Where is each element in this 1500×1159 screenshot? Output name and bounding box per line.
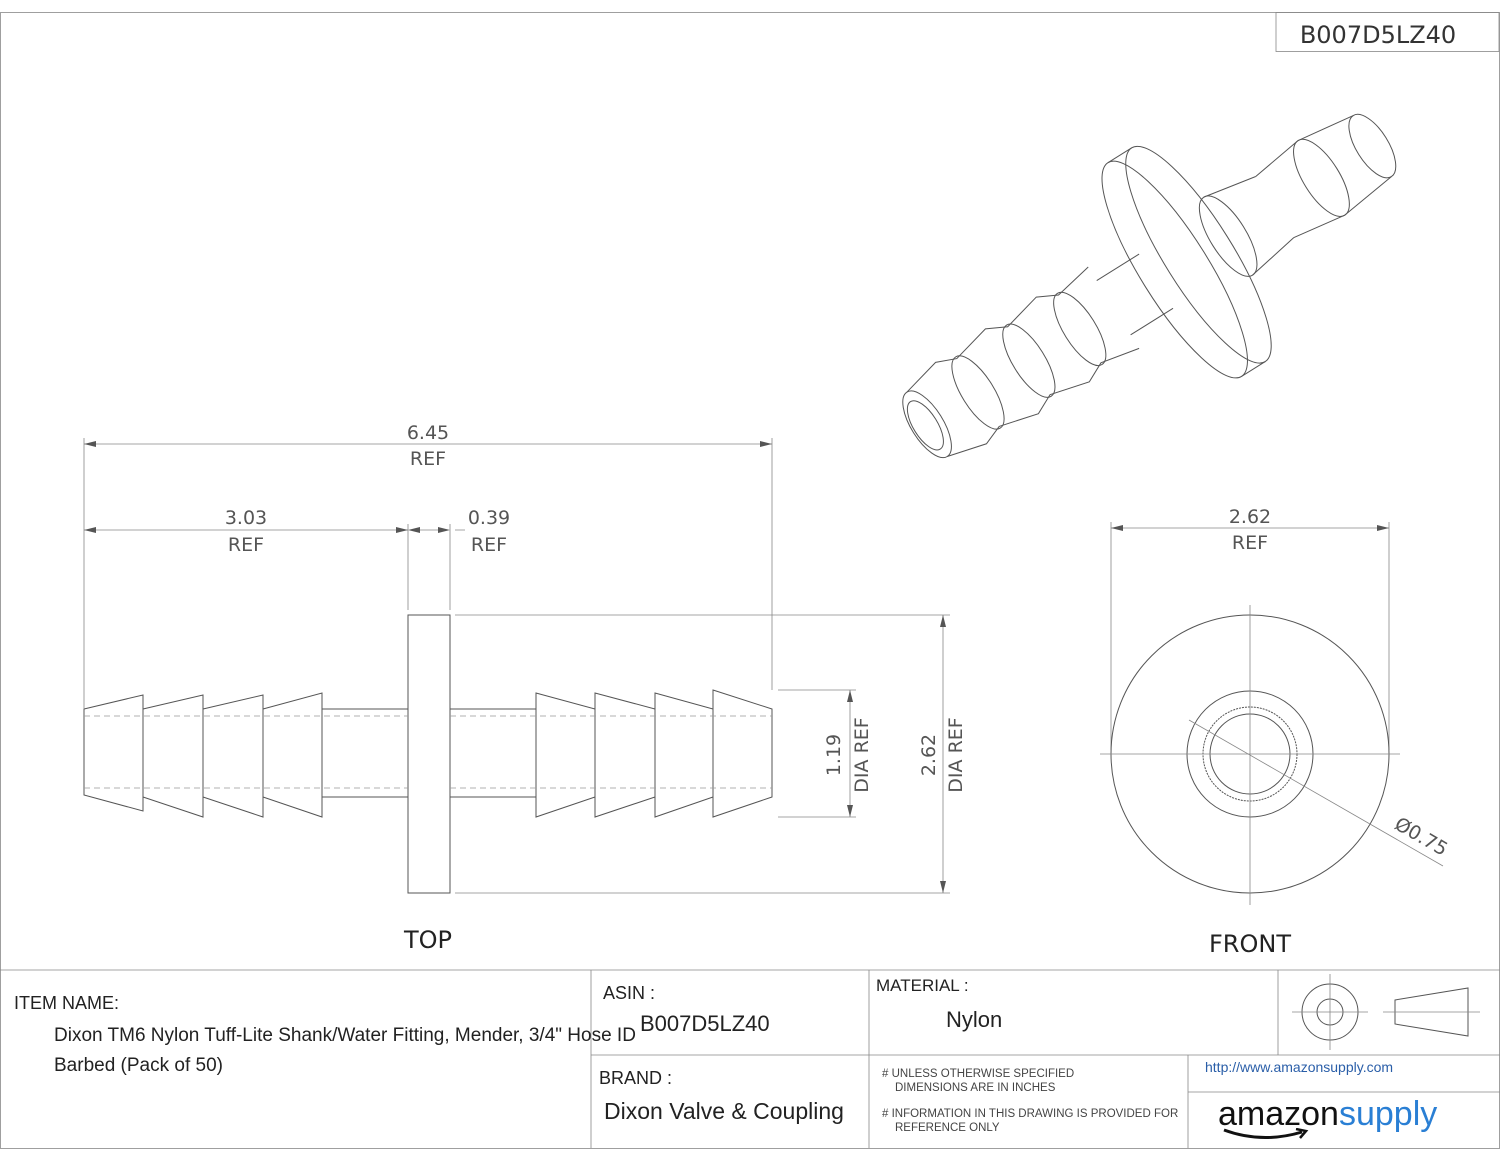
item-name-line2: Barbed (Pack of 50)	[54, 1055, 223, 1076]
front-view-label: FRONT	[1209, 930, 1291, 958]
projection-symbol	[1292, 974, 1480, 1050]
dim-front-width: 2.62	[1229, 506, 1271, 528]
dim-flange-thickness-note: REF	[471, 534, 507, 556]
dim-overall-length: 6.45	[407, 422, 449, 444]
title-block-grid	[0, 969, 1500, 1148]
part-number: B007D5LZ40	[1300, 21, 1456, 49]
dim-barb-length-note: REF	[228, 534, 264, 556]
logo-amazon: amazon	[1218, 1095, 1339, 1133]
top-view-label: TOP	[403, 926, 452, 954]
asin-label: ASIN :	[603, 983, 656, 1003]
dim-overall-length-note: REF	[410, 448, 446, 470]
amazonsupply-logo: amazonsupply	[1218, 1095, 1437, 1134]
note-reference-line1: # INFORMATION IN THIS DRAWING IS PROVIDE…	[882, 1108, 1179, 1120]
material-value: Nylon	[946, 1007, 1003, 1032]
dim-barb-length: 3.03	[225, 507, 267, 529]
asin-value: B007D5LZ40	[640, 1011, 770, 1036]
dim-flange-dia-note: DIA REF	[945, 717, 967, 792]
note-units-line2: DIMENSIONS ARE IN INCHES	[895, 1082, 1056, 1094]
front-view: Ø0.75 2.62 REF FRONT	[1100, 506, 1451, 958]
item-name-label: ITEM NAME:	[14, 993, 120, 1013]
logo-supply: supply	[1338, 1095, 1438, 1133]
part-number-box	[1275, 12, 1500, 52]
dim-front-width-note: REF	[1232, 532, 1268, 554]
amazon-smile-icon	[1223, 1128, 1309, 1140]
isometric-view	[902, 113, 1397, 459]
sheet-border	[0, 12, 1500, 1149]
brand-value: Dixon Valve & Coupling	[604, 1098, 844, 1124]
dim-barb-dia: 1.19	[823, 734, 845, 776]
dim-barb-dia-note: DIA REF	[851, 717, 873, 792]
material-label: MATERIAL :	[876, 976, 969, 995]
dim-flange-dia: 2.62	[918, 734, 940, 776]
amazonsupply-link[interactable]: http://www.amazonsupply.com	[1205, 1059, 1394, 1075]
item-name-line1: Dixon TM6 Nylon Tuff-Lite Shank/Water Fi…	[54, 1025, 636, 1046]
brand-label: BRAND :	[599, 1068, 673, 1088]
top-view: 6.45 REF 3.03 REF 0.39 REF 1.19 DIA REF …	[83, 422, 1390, 954]
note-units-line1: # UNLESS OTHERWISE SPECIFIED	[882, 1068, 1075, 1080]
note-reference-line2: REFERENCE ONLY	[895, 1122, 1000, 1134]
dim-flange-thickness: 0.39	[468, 507, 510, 529]
